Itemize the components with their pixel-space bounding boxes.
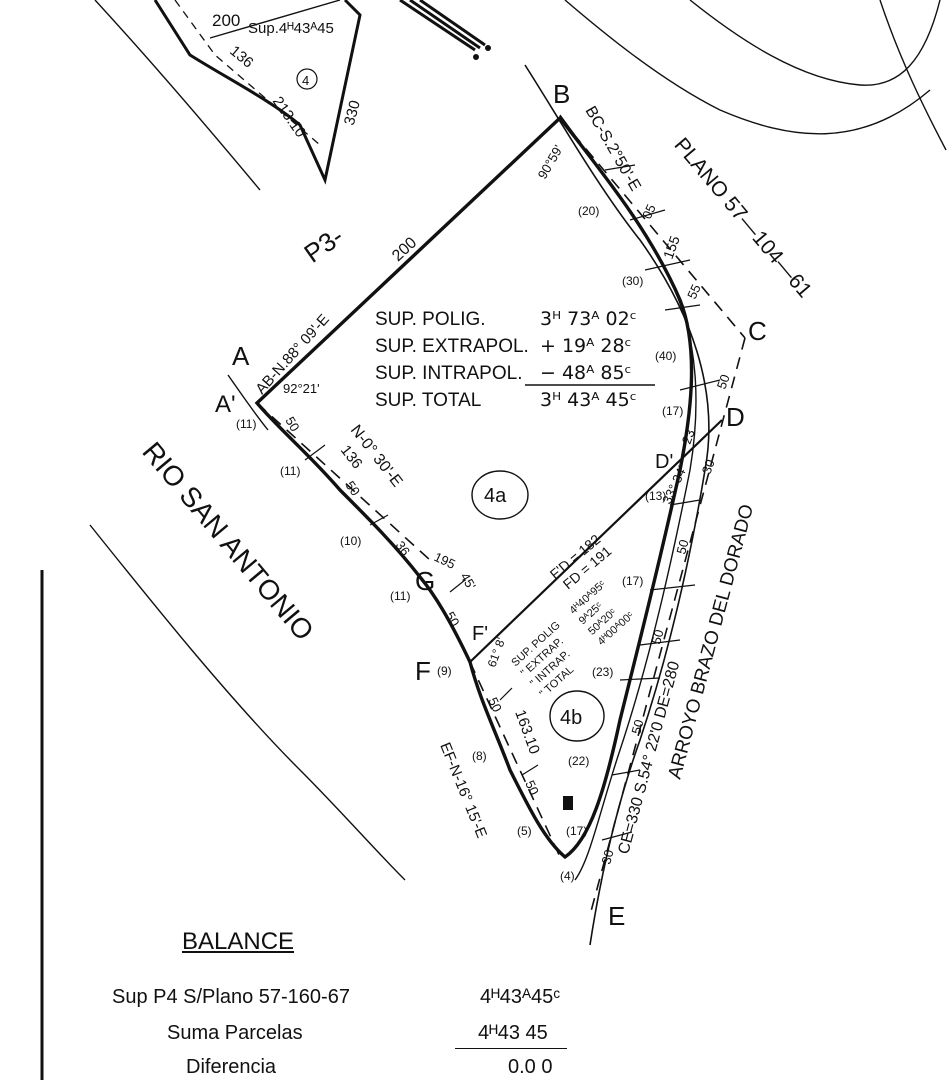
dim-50-e: 50 — [522, 778, 542, 797]
dim-ef: 163.10 — [511, 708, 543, 757]
stake-no: (11) — [236, 417, 256, 431]
parcel-4-dim-136: 136 — [226, 42, 256, 71]
terrain-contour-far-right — [879, 0, 947, 151]
dim-50-f: 50 — [485, 695, 505, 714]
point-f: F — [415, 656, 431, 686]
area-row-value: 3ᴴ 73ᴬ 02ᶜ — [540, 308, 637, 330]
balance-row-value: 4ᴴ43ᴬ45ᶜ — [480, 986, 561, 1008]
point-f-prime: F' — [472, 623, 488, 645]
dim-55: 55 — [684, 282, 704, 301]
stream-bank-outer — [524, 64, 710, 946]
stake-no: (17) — [662, 404, 683, 418]
dim-ce: 155 — [660, 233, 683, 261]
line-f-e — [469, 661, 561, 858]
dim-23: 23 — [679, 427, 698, 446]
stake-no: (10) — [340, 534, 361, 548]
parcel-4a-boundary — [254, 115, 694, 860]
river-bank-left — [89, 524, 406, 881]
stake-no: (17) — [566, 824, 587, 838]
balance-row-value: 0.0 0 — [508, 1056, 553, 1078]
area-row-name: SUP. TOTAL — [375, 390, 481, 411]
stake-no: (8) — [472, 749, 487, 763]
stake-no: (13) — [645, 489, 666, 503]
balance-title: BALANCE — [182, 928, 295, 955]
point-b: B — [553, 79, 570, 109]
parcel-4-dim-330: 330 — [341, 99, 364, 128]
parcel-4-dim-200: 200 — [212, 11, 240, 30]
balance-row-label: Diferencia — [186, 1056, 277, 1078]
stake-no: (17) — [622, 574, 643, 588]
angle-a: 92°21' — [283, 381, 320, 396]
stake-no: (22) — [568, 754, 589, 768]
area-row-value: + 19ᴬ 28ᶜ — [540, 335, 632, 357]
river-bank-top-left — [94, 0, 261, 191]
parcel-4b-circle — [549, 690, 605, 742]
area-row-name: SUP. INTRAPOL. — [375, 363, 522, 384]
balance-row-label: Sup P4 S/Plano 57-160-67 — [112, 986, 350, 1008]
area-row-name: SUP. EXTRAPOL. — [375, 336, 529, 357]
angle-f: 61° 8' — [485, 636, 509, 669]
dim-50-mid: 50 — [343, 478, 364, 498]
dim-50-g: 50 — [442, 609, 462, 629]
river-edge — [227, 374, 269, 431]
angle-b: 90°59' — [535, 142, 566, 181]
marker-dot-1 — [473, 54, 479, 60]
dim-50-c: 50 — [714, 372, 733, 391]
parcel-4a-circle — [471, 470, 529, 520]
stake-no: (4) — [560, 869, 575, 883]
dim-05: 05 — [639, 202, 659, 221]
point-a: A — [232, 341, 250, 371]
plano-reference: PLANO 57—104—61 — [669, 134, 816, 303]
stake-no: (5) — [517, 824, 532, 838]
point-d-prime: D' — [655, 451, 673, 473]
stake-no: (23) — [592, 665, 613, 679]
balance-sum-line — [455, 1048, 567, 1049]
parcel-4-top — [209, 0, 341, 39]
terrain-contour-top — [564, 0, 931, 135]
dim-ab: 200 — [389, 234, 420, 265]
structure-top — [399, 0, 486, 52]
stake-no: (40) — [655, 349, 676, 363]
balance-row-value: 4ᴴ43 45 — [478, 1022, 548, 1044]
dim-50-r3: 50 — [628, 718, 646, 736]
parcel-4-dashed — [174, 0, 321, 146]
line-f-d — [469, 419, 723, 663]
stake-no: (9) — [437, 664, 452, 678]
area-row-value: − 48ᴬ 85ᶜ — [540, 362, 632, 384]
line-b-c — [559, 117, 746, 339]
parcel-4-dim-21310: 213.10 — [269, 93, 309, 140]
terrain-contour-right — [689, 0, 941, 86]
tick-marks — [304, 164, 721, 841]
area-row-value: 3ᴴ 43ᴬ 45ᶜ — [540, 389, 637, 411]
parcel-4b-label: 4b — [560, 707, 582, 729]
marker-block — [563, 796, 573, 810]
dim-30-e: 30 — [598, 848, 616, 866]
point-d: D — [726, 402, 745, 432]
stake-no: (11) — [280, 464, 300, 478]
parcel-4-number: 4 — [302, 73, 309, 88]
dim-50-left: 50 — [282, 414, 302, 434]
area-row-name: SUP. POLIG. — [375, 309, 486, 330]
stake-no: (30) — [622, 274, 643, 288]
balance-row-label: Suma Parcelas — [167, 1022, 303, 1044]
marker-dot-2 — [485, 45, 491, 51]
stake-no: (20) — [578, 204, 599, 218]
stake-no: (11) — [390, 589, 410, 603]
parcel-4-sup: Sup.4ᴴ43ᴬ45 — [248, 20, 334, 37]
dim-g-offset2: 45' — [457, 570, 478, 592]
dim-30: 30 — [699, 457, 718, 476]
parcel-4a-label: 4a — [484, 485, 507, 507]
dim-50-r2: 50 — [648, 628, 666, 646]
parcel-4-boundary — [153, 0, 362, 185]
sheet-label: P3- — [298, 221, 348, 269]
dim-36: 36 — [393, 538, 414, 558]
dim-50-r1: 50 — [673, 538, 691, 556]
dim-g-offset: 195 — [432, 549, 458, 572]
point-g: G — [415, 566, 435, 596]
point-c: C — [748, 316, 767, 346]
point-a-prime: A' — [215, 391, 236, 418]
parcel-4-circle — [296, 68, 318, 90]
point-e: E — [608, 901, 625, 931]
